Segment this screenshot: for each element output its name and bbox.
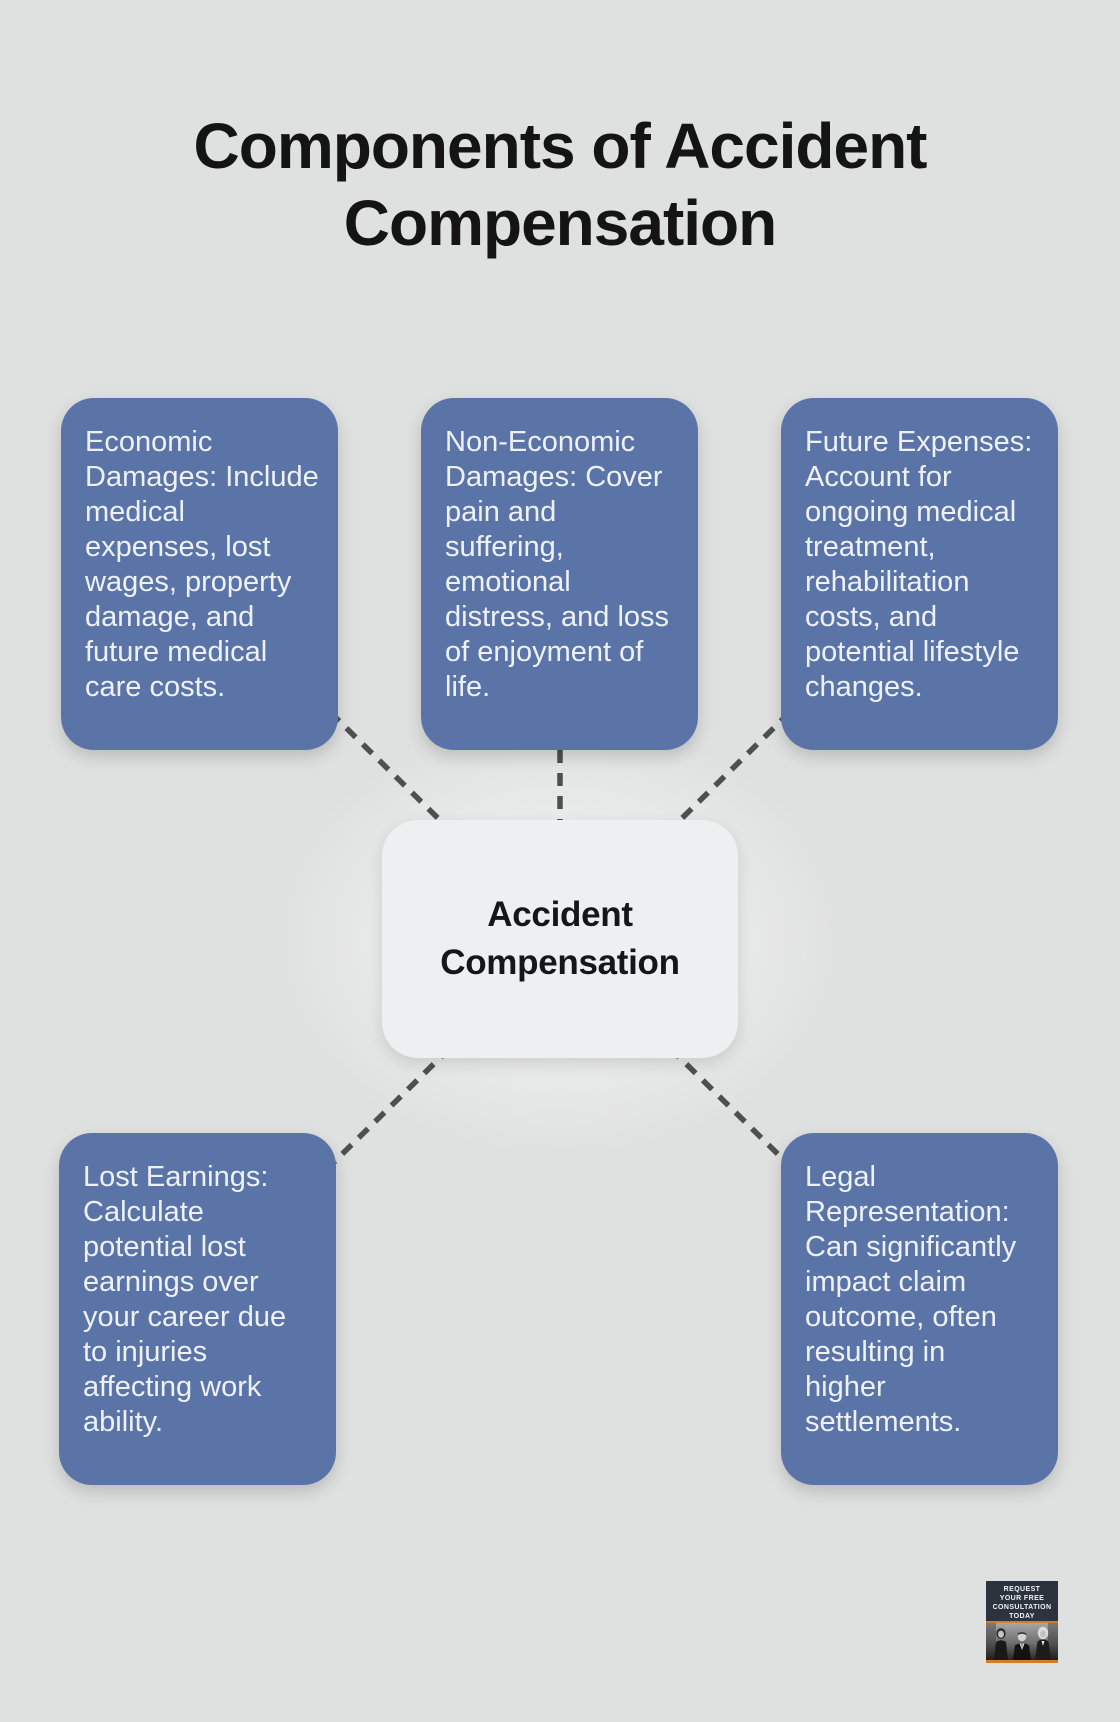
connector-legal-representation xyxy=(668,1046,792,1168)
node-non-economic-damages: Non-Economic Damages: Cover pain and suf… xyxy=(421,398,698,750)
badge-cta-text: REQUEST YOUR FREE CONSULTATION TODAY xyxy=(992,1586,1052,1620)
node-legal-representation: Legal Representation: Can significantly … xyxy=(781,1133,1058,1485)
center-node: Accident Compensation xyxy=(382,820,738,1058)
photo-vignette-left xyxy=(986,1623,996,1660)
node-future-expenses: Future Expenses: Account for ongoing med… xyxy=(781,398,1058,750)
person-silhouette-right xyxy=(1035,1626,1051,1660)
attorneys-team-photo xyxy=(986,1623,1058,1660)
connector-lost-earnings xyxy=(328,1046,452,1168)
node-lost-earnings: Lost Earnings: Calculate potential lost … xyxy=(59,1133,336,1485)
person-silhouette-center xyxy=(1013,1631,1031,1660)
page-title: Components of Accident Compensation xyxy=(193,110,928,259)
photo-vignette-right xyxy=(1048,1623,1058,1660)
connector-economic-damages xyxy=(328,710,452,832)
badge-accent-divider xyxy=(986,1621,1058,1623)
node-economic-damages: Economic Damages: Include medical expens… xyxy=(61,398,338,750)
person-silhouette-left xyxy=(994,1628,1008,1660)
badge-accent-bottom-bar xyxy=(986,1660,1058,1663)
connector-future-expenses xyxy=(668,710,792,832)
consultation-badge[interactable]: REQUEST YOUR FREE CONSULTATION TODAY xyxy=(986,1581,1058,1663)
center-node-label: Accident Compensation xyxy=(440,895,680,982)
